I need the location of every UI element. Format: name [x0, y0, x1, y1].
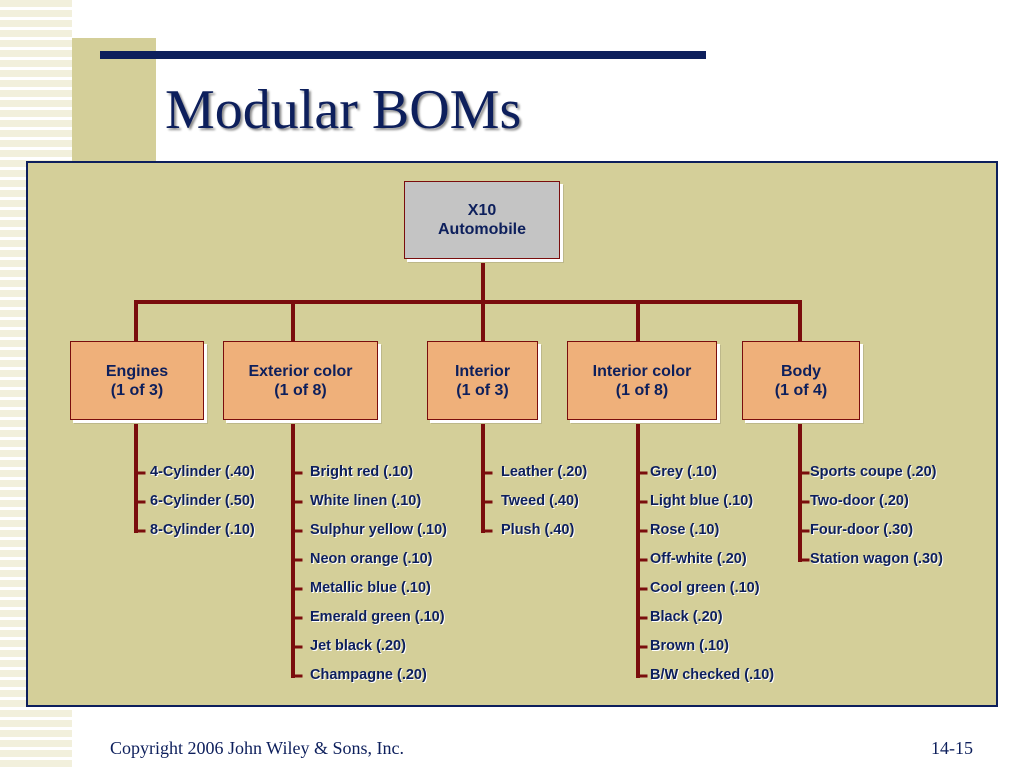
option-item: Four-door (.30) — [810, 522, 914, 538]
option-item: Off-white (.20) — [650, 551, 747, 567]
category-node-interior-color: Interior color (1 of 8) — [567, 341, 717, 420]
option-item: Leather (.20) — [501, 464, 588, 480]
slide-title: Modular BOMs — [165, 79, 522, 141]
option-item: Tweed (.40) — [501, 493, 579, 509]
category-name: Body — [781, 362, 821, 380]
category-name: Exterior color — [248, 362, 353, 380]
root-node-line1: X10 — [467, 202, 497, 219]
bom-diagram-panel: X10 Automobile Engines (1 of 3) Exterior… — [26, 161, 998, 707]
option-item: Light blue (.10) — [650, 493, 754, 509]
slide-number: 14-15 — [931, 738, 973, 758]
option-item: Plush (.40) — [501, 522, 575, 538]
option-item: Champagne (.20) — [310, 667, 427, 683]
option-item: Metallic blue (.10) — [310, 580, 431, 596]
option-item: Bright red (.10) — [310, 464, 414, 480]
option-item: 6-Cylinder (.50) — [150, 493, 255, 509]
connector-lines — [134, 257, 810, 678]
option-item: 4-Cylinder (.40) — [150, 464, 255, 480]
option-item: B/W checked (.10) — [650, 667, 775, 683]
category-node-interior: Interior (1 of 3) — [427, 341, 538, 420]
copyright-footer: Copyright 2006 John Wiley & Sons, Inc. — [110, 738, 404, 758]
category-name: Interior color — [592, 362, 692, 380]
category-count: (1 of 8) — [274, 381, 327, 399]
option-item: Neon orange (.10) — [310, 551, 433, 567]
category-count: (1 of 3) — [456, 381, 509, 399]
option-item: Brown (.10) — [650, 638, 729, 654]
title-rule — [100, 51, 706, 59]
category-name: Engines — [105, 362, 169, 380]
option-item: Grey (.10) — [650, 464, 717, 480]
option-item: 8-Cylinder (.10) — [150, 522, 255, 538]
option-item: Two-door (.20) — [810, 493, 909, 509]
option-item: Station wagon (.30) — [810, 551, 943, 567]
option-item: Cool green (.10) — [650, 580, 760, 596]
root-node-x10: X10 Automobile — [404, 181, 560, 259]
category-count: (1 of 3) — [110, 381, 164, 399]
option-item: Sports coupe (.20) — [810, 464, 937, 480]
category-name: Interior — [454, 362, 511, 380]
category-node-exterior-color: Exterior color (1 of 8) — [223, 341, 378, 420]
option-item: Sulphur yellow (.10) — [310, 522, 447, 538]
option-item: Jet black (.20) — [310, 638, 406, 654]
option-item: Emerald green (.10) — [310, 609, 445, 625]
option-item: Black (.20) — [650, 609, 723, 625]
category-node-engines: Engines (1 of 3) — [70, 341, 204, 420]
root-node-line2: Automobile — [438, 221, 526, 238]
category-count: (1 of 4) — [774, 381, 828, 399]
category-count: (1 of 8) — [615, 381, 669, 399]
category-node-body: Body (1 of 4) — [742, 341, 860, 420]
option-item: White linen (.10) — [310, 493, 422, 509]
option-item: Rose (.10) — [650, 522, 720, 538]
